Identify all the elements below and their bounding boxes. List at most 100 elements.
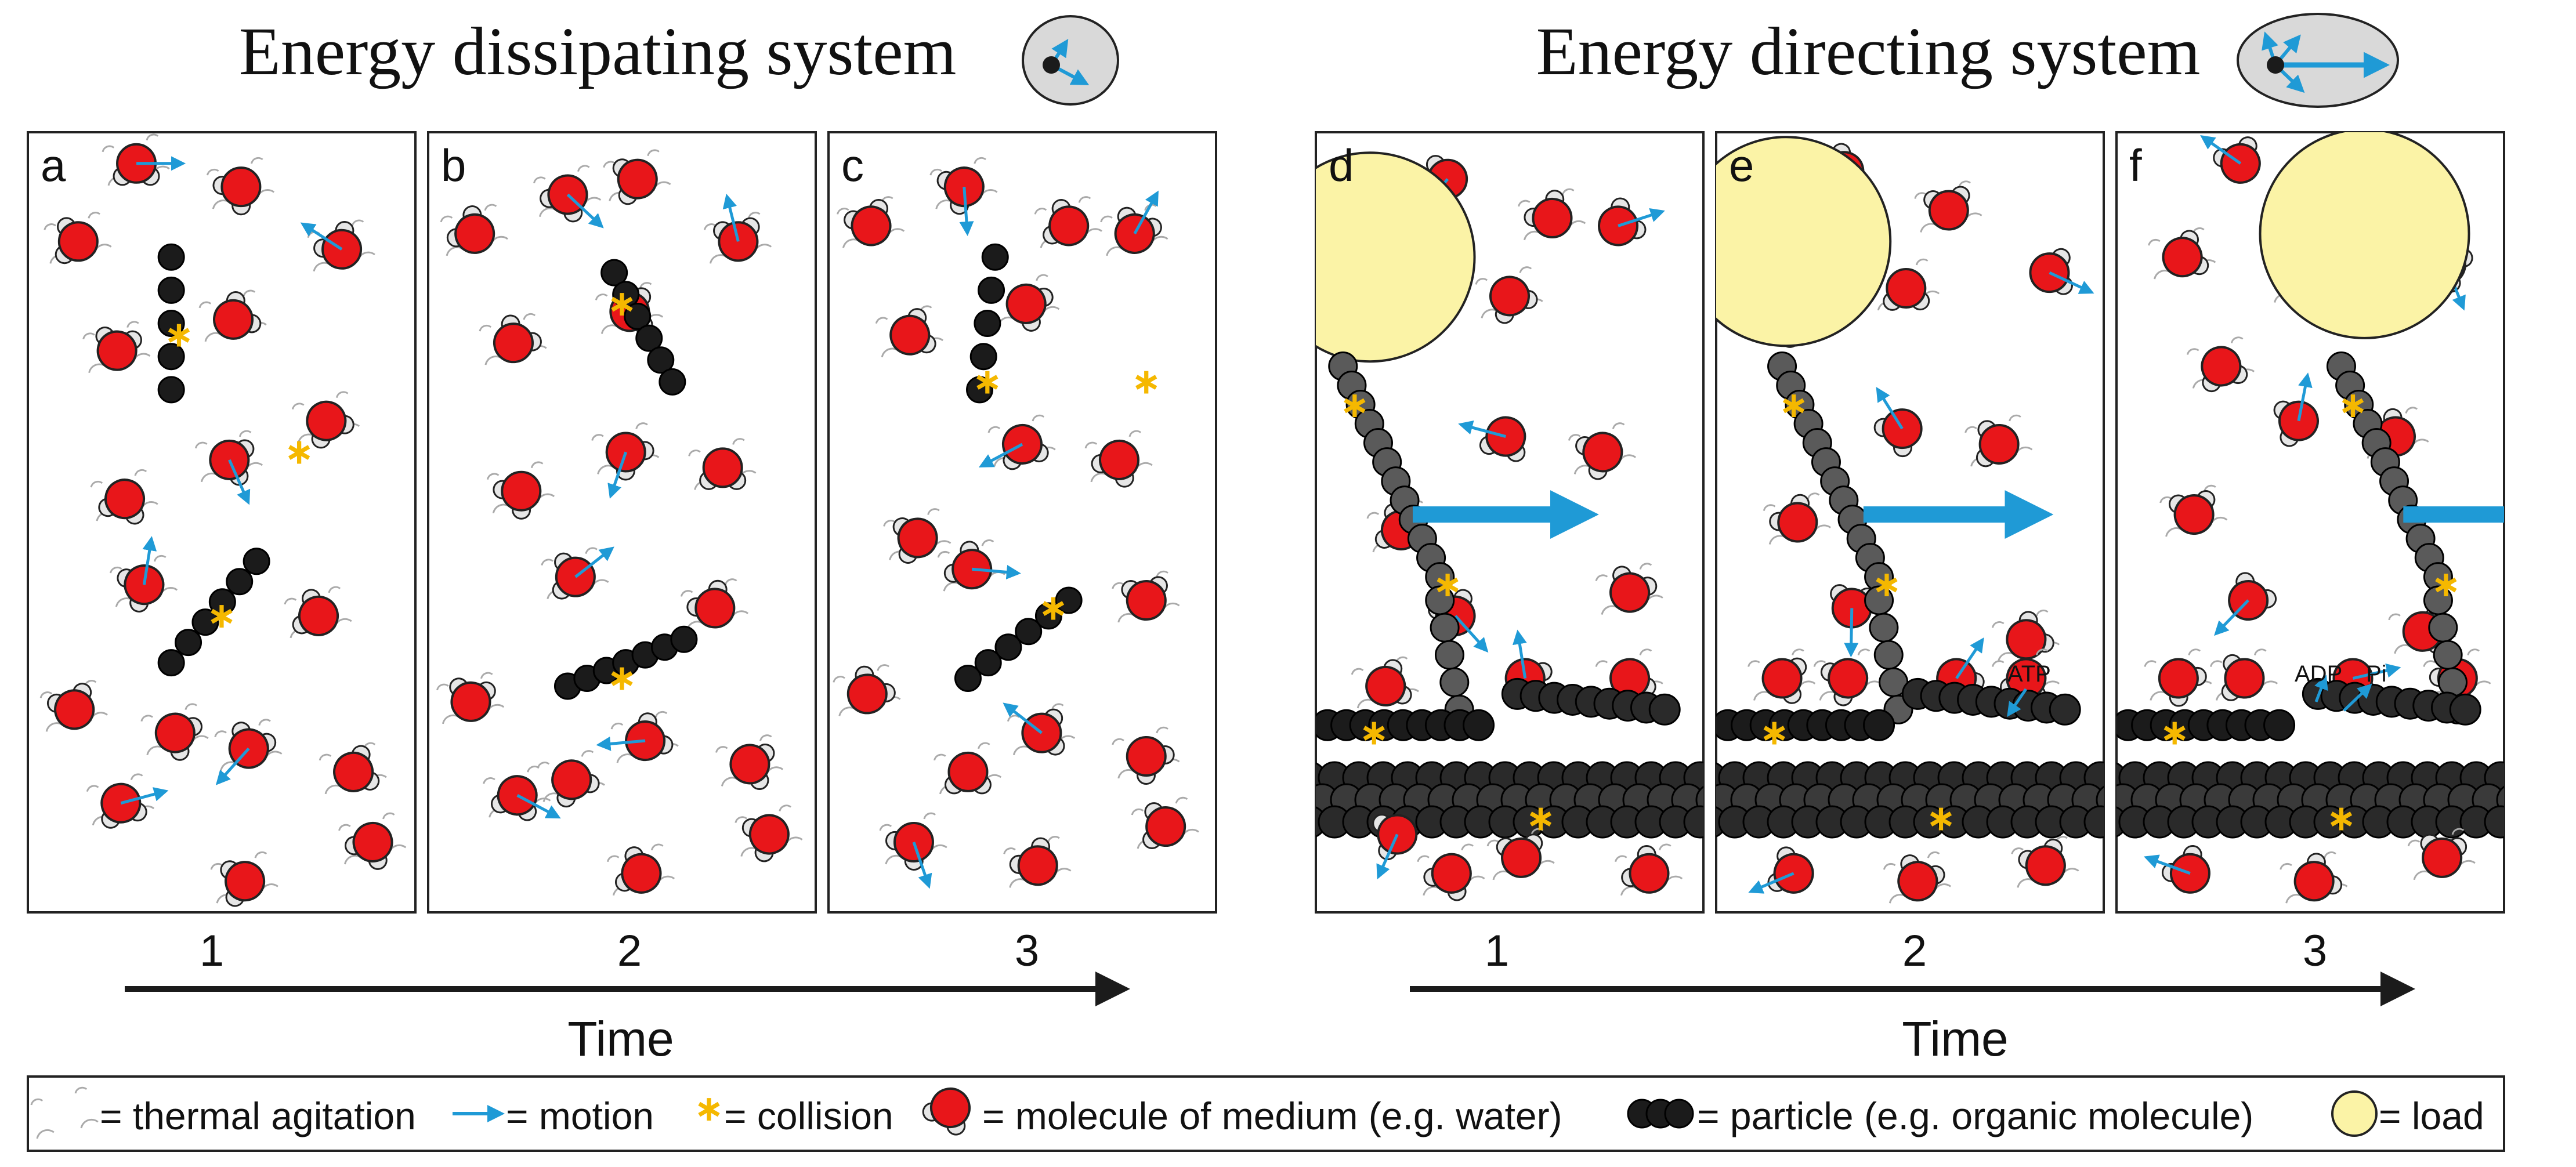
particle-bead xyxy=(612,281,640,309)
water-molecule xyxy=(729,744,775,790)
water-molecule xyxy=(449,677,496,722)
load-sphere xyxy=(1716,136,1892,347)
time-label-left: Time xyxy=(567,1012,674,1066)
motion-arrow xyxy=(1955,637,1984,679)
motion-arrow xyxy=(516,794,561,819)
filament-bead xyxy=(2484,805,2504,839)
collision-star: ∗ xyxy=(1432,563,1463,605)
collision-star: ∗ xyxy=(1038,586,1068,628)
time-step-1-right: 1 xyxy=(1485,926,1509,976)
particle-chain xyxy=(966,243,1009,404)
time-step-3-left: 3 xyxy=(1015,926,1039,976)
particle-bead xyxy=(647,346,675,374)
particle-chain xyxy=(1501,677,1681,726)
water-molecule xyxy=(2168,490,2216,535)
water-molecule xyxy=(892,517,938,564)
particle-bead xyxy=(2428,613,2458,643)
water-molecule xyxy=(1496,833,1543,878)
legend-collision-label: = collision xyxy=(724,1094,893,1137)
water-molecule xyxy=(1091,439,1139,488)
particle-bead xyxy=(659,368,686,396)
particle-bead xyxy=(974,310,1001,338)
time-step-2-left: 2 xyxy=(617,926,642,976)
legend-load-label: = load xyxy=(2379,1094,2484,1137)
water-molecule xyxy=(844,199,892,247)
motion-arrow xyxy=(574,546,614,578)
panel-e: ∗∗∗∗ xyxy=(1716,136,2104,904)
legend-load-icon xyxy=(2331,1090,2378,1137)
particle-bead xyxy=(157,310,185,338)
water-molecule xyxy=(1524,190,1573,238)
particle-bead xyxy=(1869,613,1899,643)
particle-bead xyxy=(978,276,1005,304)
atp-label: ATP xyxy=(2007,661,2051,687)
time-step-3-right: 3 xyxy=(2303,926,2327,976)
collision-star: ∗ xyxy=(607,282,637,324)
panel-d: ∗∗∗∗ xyxy=(1316,151,1703,901)
legend-thermal-label: = thermal agitation xyxy=(100,1094,416,1137)
collision-star: ∗ xyxy=(2159,711,2190,753)
particle-bead xyxy=(157,243,185,271)
water-molecule xyxy=(612,158,658,205)
particle-bead xyxy=(624,302,652,330)
water-molecule xyxy=(1897,854,1945,902)
particle-bead xyxy=(994,633,1022,661)
panel-letter-f: f xyxy=(2129,140,2142,191)
motion-arrow xyxy=(607,451,628,499)
water-molecule xyxy=(212,166,262,216)
water-molecule xyxy=(220,860,266,907)
water-molecule xyxy=(1142,802,1186,849)
particle-bead xyxy=(1015,618,1043,646)
water-molecule xyxy=(1575,432,1623,480)
legend-motion-label: = motion xyxy=(506,1094,654,1137)
water-molecule xyxy=(2018,838,2066,886)
panel-letter-e: e xyxy=(1729,140,1754,191)
particle-bead xyxy=(1434,640,1464,670)
panel-f: ∗∗∗∗ xyxy=(2116,132,2504,904)
motion-arrow xyxy=(2343,683,2372,712)
filament xyxy=(2116,761,2504,839)
particle-bead xyxy=(969,343,997,371)
motion-arrow xyxy=(2007,688,2028,717)
collision-star: ∗ xyxy=(1759,711,1789,753)
collision-star: ∗ xyxy=(607,657,637,699)
water-molecule xyxy=(213,291,262,340)
motion-arrow xyxy=(959,186,974,236)
water-molecule xyxy=(1126,736,1175,785)
motion-arrow xyxy=(2297,372,2313,422)
water-molecule xyxy=(1820,658,1869,706)
motion-arrow xyxy=(978,443,1023,467)
motion-arrow xyxy=(1133,190,1159,235)
water-molecule xyxy=(936,166,985,215)
motion-arrow xyxy=(2049,271,2094,294)
particle-bead xyxy=(157,343,185,371)
water-molecule xyxy=(686,579,736,629)
water-molecule xyxy=(2293,853,2343,902)
filament xyxy=(1716,761,2104,839)
motion-arrow xyxy=(2144,854,2191,875)
water-molecule xyxy=(46,683,95,730)
panel-letter-a: a xyxy=(41,140,66,191)
particle-bead xyxy=(1664,1099,1694,1129)
collision-star: ∗ xyxy=(1525,797,1555,839)
particle-chain xyxy=(1901,677,2081,726)
thermal-agitation-icon xyxy=(1763,492,1832,545)
collision-star: ∗ xyxy=(284,430,314,472)
collision-star: ∗ xyxy=(2326,797,2356,839)
motion-arrow xyxy=(596,736,646,751)
water-molecule xyxy=(741,814,790,862)
motion-arrow xyxy=(1512,629,1527,679)
motion-arrow xyxy=(2352,663,2401,680)
particle-bead xyxy=(1055,586,1083,614)
particle-chain xyxy=(1716,709,1895,741)
water-molecule xyxy=(1883,268,1930,311)
directing-icon xyxy=(2237,13,2399,108)
motion-arrow xyxy=(912,842,932,889)
motion-arrow xyxy=(1454,615,1489,653)
water-molecule xyxy=(292,589,339,636)
particle-bead xyxy=(191,608,219,636)
particle-bead xyxy=(1439,667,1470,697)
load-sphere xyxy=(2259,132,2470,339)
particle-bead xyxy=(635,324,663,352)
